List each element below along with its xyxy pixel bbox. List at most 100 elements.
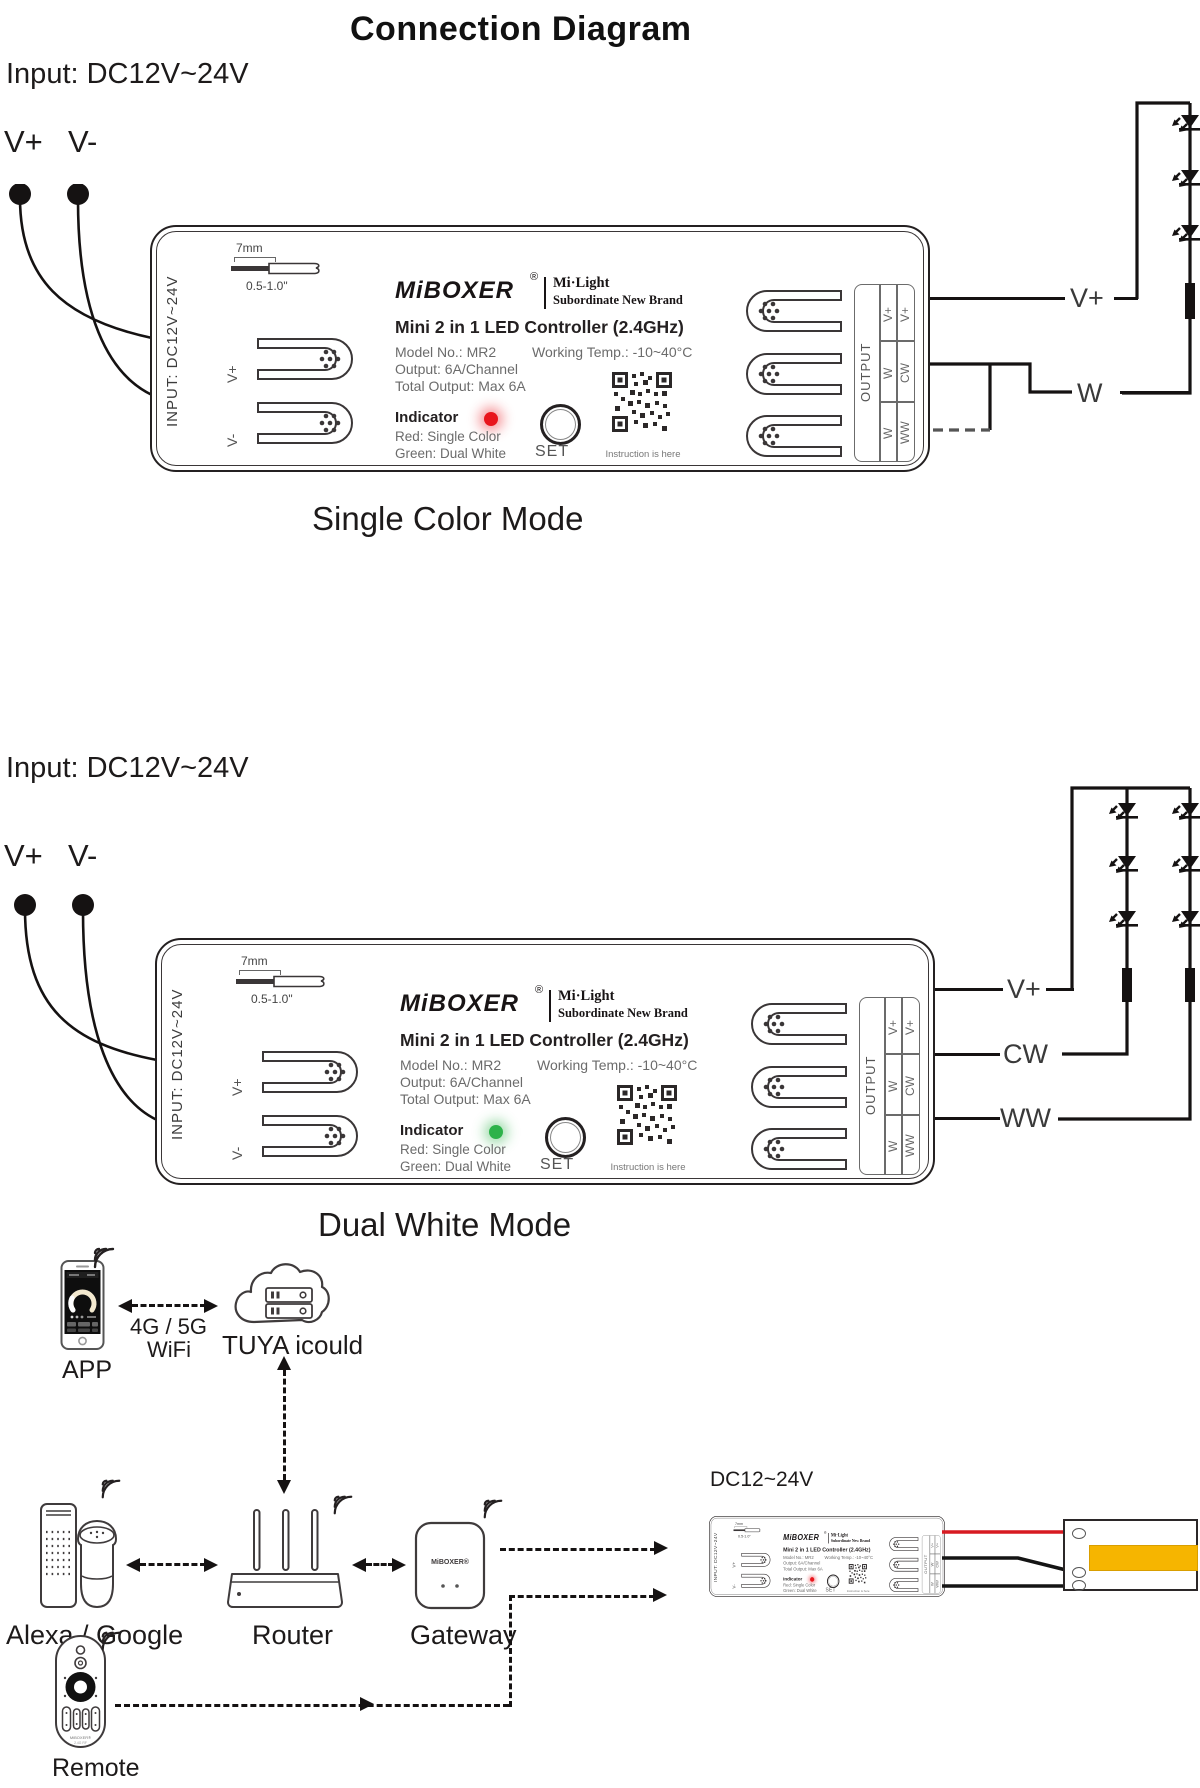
router-label: Router [252, 1620, 334, 1650]
strip-terminal-hole [1072, 1567, 1086, 1578]
sub-brand-line2: Subordinate New Brand [553, 293, 683, 307]
wifi-icon [101, 1631, 121, 1651]
section1-input-wires [9, 184, 153, 397]
product-name: Mini 2 in 1 LED Controller (2.4GHz) [400, 1030, 689, 1050]
led-controller-device: INPUT: DC12V~24V 7mm 0.5-1.0" V+ V- MiBO… [709, 1516, 945, 1597]
svg-text:MiBOXER®: MiBOXER® [431, 1558, 470, 1566]
indicator-led [484, 412, 498, 426]
instruction-caption: Instruction is here [610, 1162, 686, 1173]
output-terminal-1 [751, 1003, 847, 1045]
total-output-spec: Total Output: Max 6A [395, 378, 526, 394]
total-output-spec: Total Output: Max 6A [783, 1566, 823, 1572]
smartphone-icon [60, 1260, 105, 1350]
product-name: Mini 2 in 1 LED Controller (2.4GHz) [395, 317, 684, 337]
section1-mode-title: Single Color Mode [312, 500, 584, 537]
output-cell: V+ [886, 1019, 900, 1035]
led-controller-device: INPUT: DC12V~24V 7mm 0.5-1.0" V+ V- MiBO… [155, 938, 935, 1185]
qr-code [610, 370, 674, 434]
input-terminal-vminus-label: V- [731, 1584, 737, 1589]
gateway-label: Gateway [410, 1620, 517, 1650]
qr-code [848, 1563, 868, 1585]
output-cell: W [881, 427, 895, 439]
working-temp: Working Temp.: -10~40°C [824, 1554, 874, 1561]
input-terminal-vplus-label: V+ [224, 365, 240, 383]
wire-strip-length-label: 7mm [241, 954, 268, 968]
wire-strip-length-label: 7mm [236, 241, 263, 255]
dashed-link [500, 1548, 656, 1551]
dashed-link [509, 1595, 655, 1598]
indicator-red-meaning: Red: Single Color [395, 429, 501, 444]
output-terminal-1 [889, 1537, 919, 1551]
indicator-label: Indicator [395, 409, 459, 426]
registered-mark: ® [530, 271, 539, 283]
logo-divider [828, 1533, 829, 1544]
wifi-icon [333, 1495, 353, 1515]
arrow-left-icon [352, 1558, 366, 1572]
output-cell: W [930, 1582, 935, 1586]
output-cell: CW [935, 1561, 940, 1568]
wire-label-s1-w: W [1077, 378, 1103, 408]
section2-vplus-label: V+ [4, 838, 43, 873]
controller-dual-white: INPUT: DC12V~24V 7mm 0.5-1.0" V+ V- MiBO… [155, 938, 935, 1185]
set-button [540, 404, 581, 445]
indicator-red-meaning: Red: Single Color [400, 1142, 506, 1157]
wire-label-s2-ww: WW [1000, 1103, 1051, 1133]
output-table-header: OUTPUT [923, 1554, 928, 1574]
brand-logo: MiBOXER [783, 1533, 820, 1542]
resistor [1185, 283, 1195, 319]
strip-terminal-hole [1072, 1580, 1086, 1591]
product-name: Mini 2 in 1 LED Controller (2.4GHz) [783, 1546, 871, 1553]
wire-strip-ruler [234, 257, 276, 262]
model-number: Model No.: MR2 [395, 344, 497, 360]
input-terminal-vplus [741, 1552, 771, 1567]
dashed-link [115, 1704, 509, 1707]
indicator-led [810, 1577, 815, 1582]
input-terminal-vminus [257, 402, 353, 444]
input-terminal-vplus-label: V+ [731, 1561, 737, 1568]
mini-controller-input-label: DC12~24V [710, 1468, 814, 1491]
logo-divider [549, 990, 551, 1022]
set-button-label: SET [825, 1587, 836, 1593]
section1-vminus-label: V- [68, 124, 98, 159]
input-terminal-vminus-label: V- [224, 433, 240, 447]
sub-brand-line2: Subordinate New Brand [558, 1006, 688, 1020]
arrow-right-icon [204, 1558, 218, 1572]
input-terminal-vplus [257, 338, 353, 380]
input-terminal-vminus-label: V- [229, 1146, 245, 1160]
resistor [1185, 968, 1195, 1002]
dashed-link-vertical [283, 1370, 286, 1480]
section1-w-wires [930, 362, 1072, 432]
input-terminal-vplus [262, 1051, 358, 1093]
section2-led-chains [1058, 786, 1200, 1121]
indicator-green-meaning: Green: Dual White [783, 1588, 817, 1594]
total-output-spec: Total Output: Max 6A [400, 1091, 531, 1107]
output-terminal-table: OUTPUT V+ V+ W CW W WW [854, 284, 915, 462]
input-terminal-vminus [741, 1573, 771, 1588]
arrow-right-icon [654, 1541, 668, 1555]
wire-strip-length-label: 7mm [735, 1521, 744, 1526]
arrow-right-icon [653, 1588, 667, 1602]
output-cell: WW [903, 1134, 917, 1158]
brand-logo: MiBOXER [400, 990, 520, 1017]
arrow-up-icon [277, 1356, 291, 1370]
indicator-green-meaning: Green: Dual White [395, 446, 507, 461]
output-terminal-3 [746, 415, 842, 457]
input-terminal-vminus [262, 1115, 358, 1157]
output-terminal-2 [751, 1066, 847, 1108]
wire-label-s1-vplus: V+ [1070, 283, 1104, 313]
page-title: Connection Diagram [350, 10, 692, 48]
strip-wires [942, 1530, 1071, 1588]
instruction-caption: Instruction is here [846, 1589, 870, 1593]
output-spec: Output: 6A/Channel [395, 361, 518, 377]
remote-icon: MiBOXER® 2.4G RF [55, 1635, 106, 1748]
output-cell: V+ [898, 306, 912, 322]
dashed-link [132, 1304, 206, 1307]
wifi-icon [101, 1479, 121, 1499]
indicator-green-meaning: Green: Dual White [400, 1159, 512, 1174]
section2-vminus-label: V- [68, 838, 98, 873]
device-input-side-label: INPUT: DC12V~24V [713, 1532, 719, 1583]
indicator-label: Indicator [400, 1122, 464, 1139]
device-input-side-label: INPUT: DC12V~24V [169, 988, 186, 1141]
set-button-label: SET [540, 1156, 575, 1173]
set-button-label: SET [535, 443, 570, 460]
